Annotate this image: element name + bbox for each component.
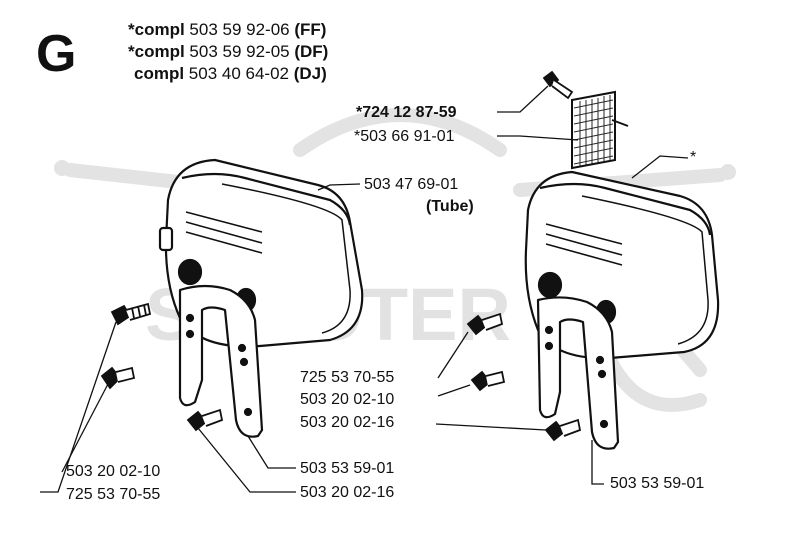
screw-right-503-10 [470, 370, 506, 392]
label-right-screw-503-16: 503 20 02-16 [300, 414, 395, 431]
header-code: (DJ) [293, 64, 327, 83]
screw-left-503-16 [186, 408, 224, 432]
header-line-1: *compl 503 59 92-06 (FF) [128, 20, 326, 40]
header-code: (DF) [294, 42, 329, 61]
label-right-screw-503-10: 503 20 02-10 [300, 391, 395, 408]
header-prefix: compl [134, 64, 185, 83]
header-line-3: compl 503 40 64-02 (DJ) [134, 64, 327, 84]
header-line-2: *compl 503 59 92-05 (DF) [128, 42, 328, 62]
screw-left-725 [110, 302, 152, 326]
label-left-bracket: 503 53 59-01 [300, 460, 395, 477]
label-muffler: 503 47 69-01 [364, 176, 459, 193]
label-left-screw-725: 725 53 70-55 [66, 486, 161, 503]
label-left-screw-503-16: 503 20 02-16 [300, 484, 395, 501]
bracket-right [536, 296, 620, 450]
header-prefix: *compl [128, 20, 185, 39]
label-left-screw-503-10: 503 20 02-10 [66, 463, 161, 480]
screw-right-503-16 [544, 418, 582, 442]
label-right-bracket: 503 53 59-01 [610, 475, 705, 492]
header-part-number: 503 59 92-06 [189, 20, 290, 39]
label-right-screw-725: 725 53 70-55 [300, 369, 395, 386]
label-tube: (Tube) [426, 198, 474, 215]
section-letter: G [36, 25, 77, 83]
label-asterisk: * [690, 149, 697, 166]
header-code: (FF) [294, 20, 327, 39]
bracket-left [178, 284, 264, 438]
header-part-number: 503 40 64-02 [188, 64, 289, 83]
spark-arrestor-screen [571, 90, 629, 170]
header-part-number: 503 59 92-05 [189, 42, 290, 61]
leader-lines [40, 85, 689, 493]
screw-right-725 [466, 312, 504, 336]
label-screen-screw: *724 12 87-59 [356, 104, 457, 121]
screw-left-503-10 [100, 366, 136, 390]
screen-screw [542, 70, 574, 100]
header-prefix: *compl [128, 42, 185, 61]
label-spark-screen: *503 66 91-01 [354, 128, 455, 145]
